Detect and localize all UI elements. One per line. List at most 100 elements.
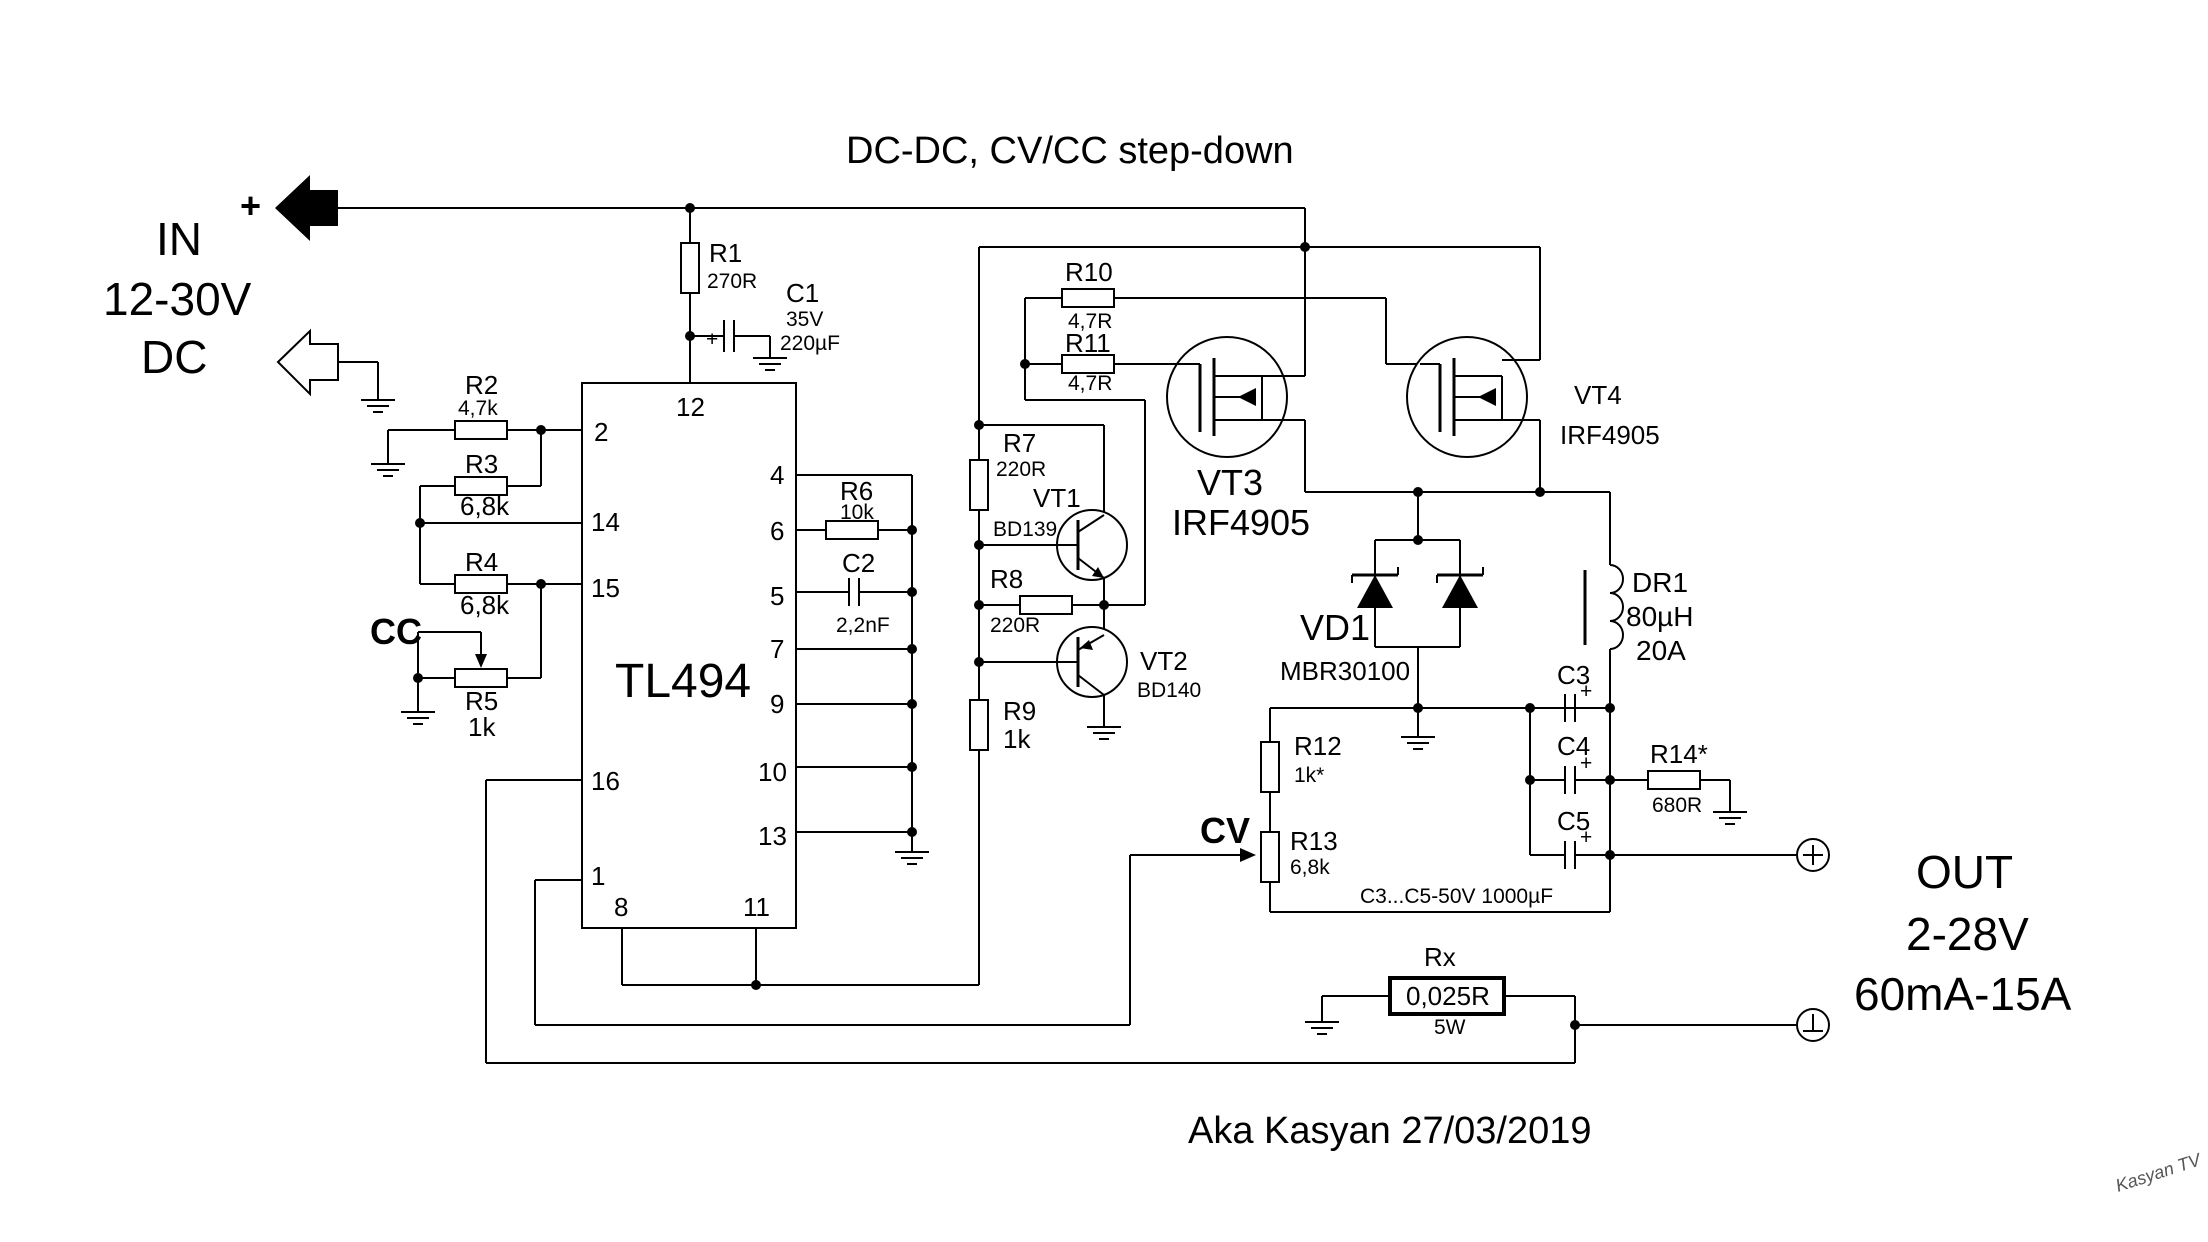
cc-label: CC: [370, 611, 422, 652]
transistor-vt2: [1053, 626, 1128, 698]
r5-value: 1k: [468, 712, 496, 742]
transistor-vt1: [1053, 509, 1128, 581]
output-label-current: 60mA-15A: [1854, 968, 2072, 1020]
capacitor-c3: [1530, 694, 1610, 722]
c3-polarity: +: [1580, 680, 1592, 703]
pin-6-label: 6: [770, 516, 784, 546]
input-plus-label: +: [240, 185, 261, 226]
r11-ref: R11: [1065, 328, 1111, 358]
r2-value: 4,7k: [458, 397, 498, 420]
c2-ref: C2: [842, 548, 875, 578]
r9-value: 1k: [1003, 724, 1031, 754]
vt4-type: IRF4905: [1560, 420, 1660, 450]
c3-ref: C3: [1557, 660, 1590, 690]
watermark-logo: Kasyan TV: [2113, 1149, 2205, 1196]
vd1-type: MBR30100: [1280, 656, 1410, 686]
c5-polarity: +: [1580, 826, 1592, 849]
c4-polarity: +: [1580, 752, 1592, 775]
resistor-r1: [680, 242, 700, 294]
tl494-label: TL494: [615, 655, 751, 708]
c1-polarity: +: [706, 328, 718, 351]
diode-vd1-a: [1351, 567, 1399, 608]
input-label-voltage: 12-30V: [103, 273, 252, 325]
pin-12-label: 12: [676, 392, 705, 422]
dr1-inductance: 80µH: [1626, 601, 1694, 632]
pin-4-label: 4: [770, 460, 784, 490]
potentiometer-r13: [1260, 831, 1280, 883]
r3-value: 6,8k: [460, 491, 510, 521]
vd1-ref: VD1: [1300, 607, 1370, 648]
output-label-voltage: 2-28V: [1906, 908, 2029, 960]
rx-ref: Rx: [1424, 942, 1456, 972]
c5-ref: C5: [1557, 806, 1590, 836]
rx-value: 0,025R: [1406, 981, 1490, 1011]
c1-capacitance: 220µF: [780, 332, 840, 355]
r12-value: 1k*: [1294, 764, 1324, 787]
r1-value: 270R: [707, 270, 757, 293]
r4-value: 6,8k: [460, 590, 510, 620]
r8-ref: R8: [990, 564, 1023, 594]
resistor-r2: [454, 420, 508, 440]
resistor-r9: [969, 699, 989, 751]
pin-9-label: 9: [770, 689, 784, 719]
vt1-type: BD139: [993, 518, 1057, 541]
diode-vd1-b: [1436, 567, 1484, 608]
r13-value: 6,8k: [1290, 856, 1330, 879]
dr1-current: 20A: [1636, 635, 1686, 666]
caps-note: C3...C5-50V 1000µF: [1360, 885, 1553, 908]
pin-5-label: 5: [770, 581, 784, 611]
watermark-text: Kasyan TV: [2113, 1149, 2205, 1196]
c1-ref: C1: [786, 278, 819, 308]
pin-11-label: 11: [743, 892, 770, 922]
resistor-r10: [1061, 288, 1115, 308]
rx-power: 5W: [1434, 1016, 1466, 1039]
r12-ref: R12: [1294, 731, 1342, 761]
r10-ref: R10: [1065, 257, 1113, 287]
vt3-type: IRF4905: [1172, 502, 1310, 543]
capacitor-c4: [1530, 766, 1610, 794]
vt4-ref: VT4: [1574, 380, 1622, 410]
r10-value: 4,7R: [1068, 310, 1112, 333]
c2-value: 2,2nF: [836, 614, 890, 637]
output-ground-terminal: [1796, 1008, 1830, 1042]
mosfet-vt3: [1166, 336, 1306, 458]
diagram-title: DC-DC, CV/CC step-down: [846, 130, 1294, 172]
resistor-r7: [969, 459, 989, 511]
resistor-r12: [1260, 741, 1280, 793]
resistor-r8: [1019, 595, 1073, 615]
vt3-ref: VT3: [1197, 462, 1263, 503]
pin-2-label: 2: [594, 417, 608, 447]
r9-ref: R9: [1003, 696, 1036, 726]
vt2-ref: VT2: [1140, 646, 1188, 676]
r11-value: 4,7R: [1068, 372, 1112, 395]
r5-ref: R5: [465, 686, 498, 716]
vt2-type: BD140: [1137, 679, 1201, 702]
pin-8-label: 8: [614, 892, 628, 922]
r14-value: 680R: [1652, 794, 1702, 817]
output-plus-terminal: [1796, 838, 1830, 872]
dr1-ref: DR1: [1632, 567, 1688, 598]
mosfet-vt4: [1406, 336, 1540, 458]
r1-ref: R1: [709, 238, 742, 268]
r4-ref: R4: [465, 547, 498, 577]
r7-ref: R7: [1003, 428, 1036, 458]
r7-value: 220R: [996, 458, 1046, 481]
inductor-dr1: [1609, 564, 1624, 650]
pin-1-label: 1: [591, 861, 605, 891]
r14-ref: R14*: [1650, 739, 1708, 769]
c1-voltage: 35V: [786, 308, 823, 331]
r6-ref: R6: [840, 476, 873, 506]
pin-14-label: 14: [591, 507, 620, 537]
pin-10-label: 10: [758, 757, 787, 787]
pin-16-label: 16: [591, 766, 620, 796]
r6-value: 10k: [840, 501, 874, 524]
vt1-ref: VT1: [1033, 483, 1081, 513]
c4-ref: C4: [1557, 731, 1590, 761]
input-label-dc: DC: [141, 331, 207, 383]
pin-13-label: 13: [758, 821, 787, 851]
capacitor-c5: [1530, 841, 1610, 869]
cv-label: CV: [1200, 810, 1250, 851]
shunt-resistor-rx: [1388, 976, 1506, 1016]
r3-ref: R3: [465, 449, 498, 479]
